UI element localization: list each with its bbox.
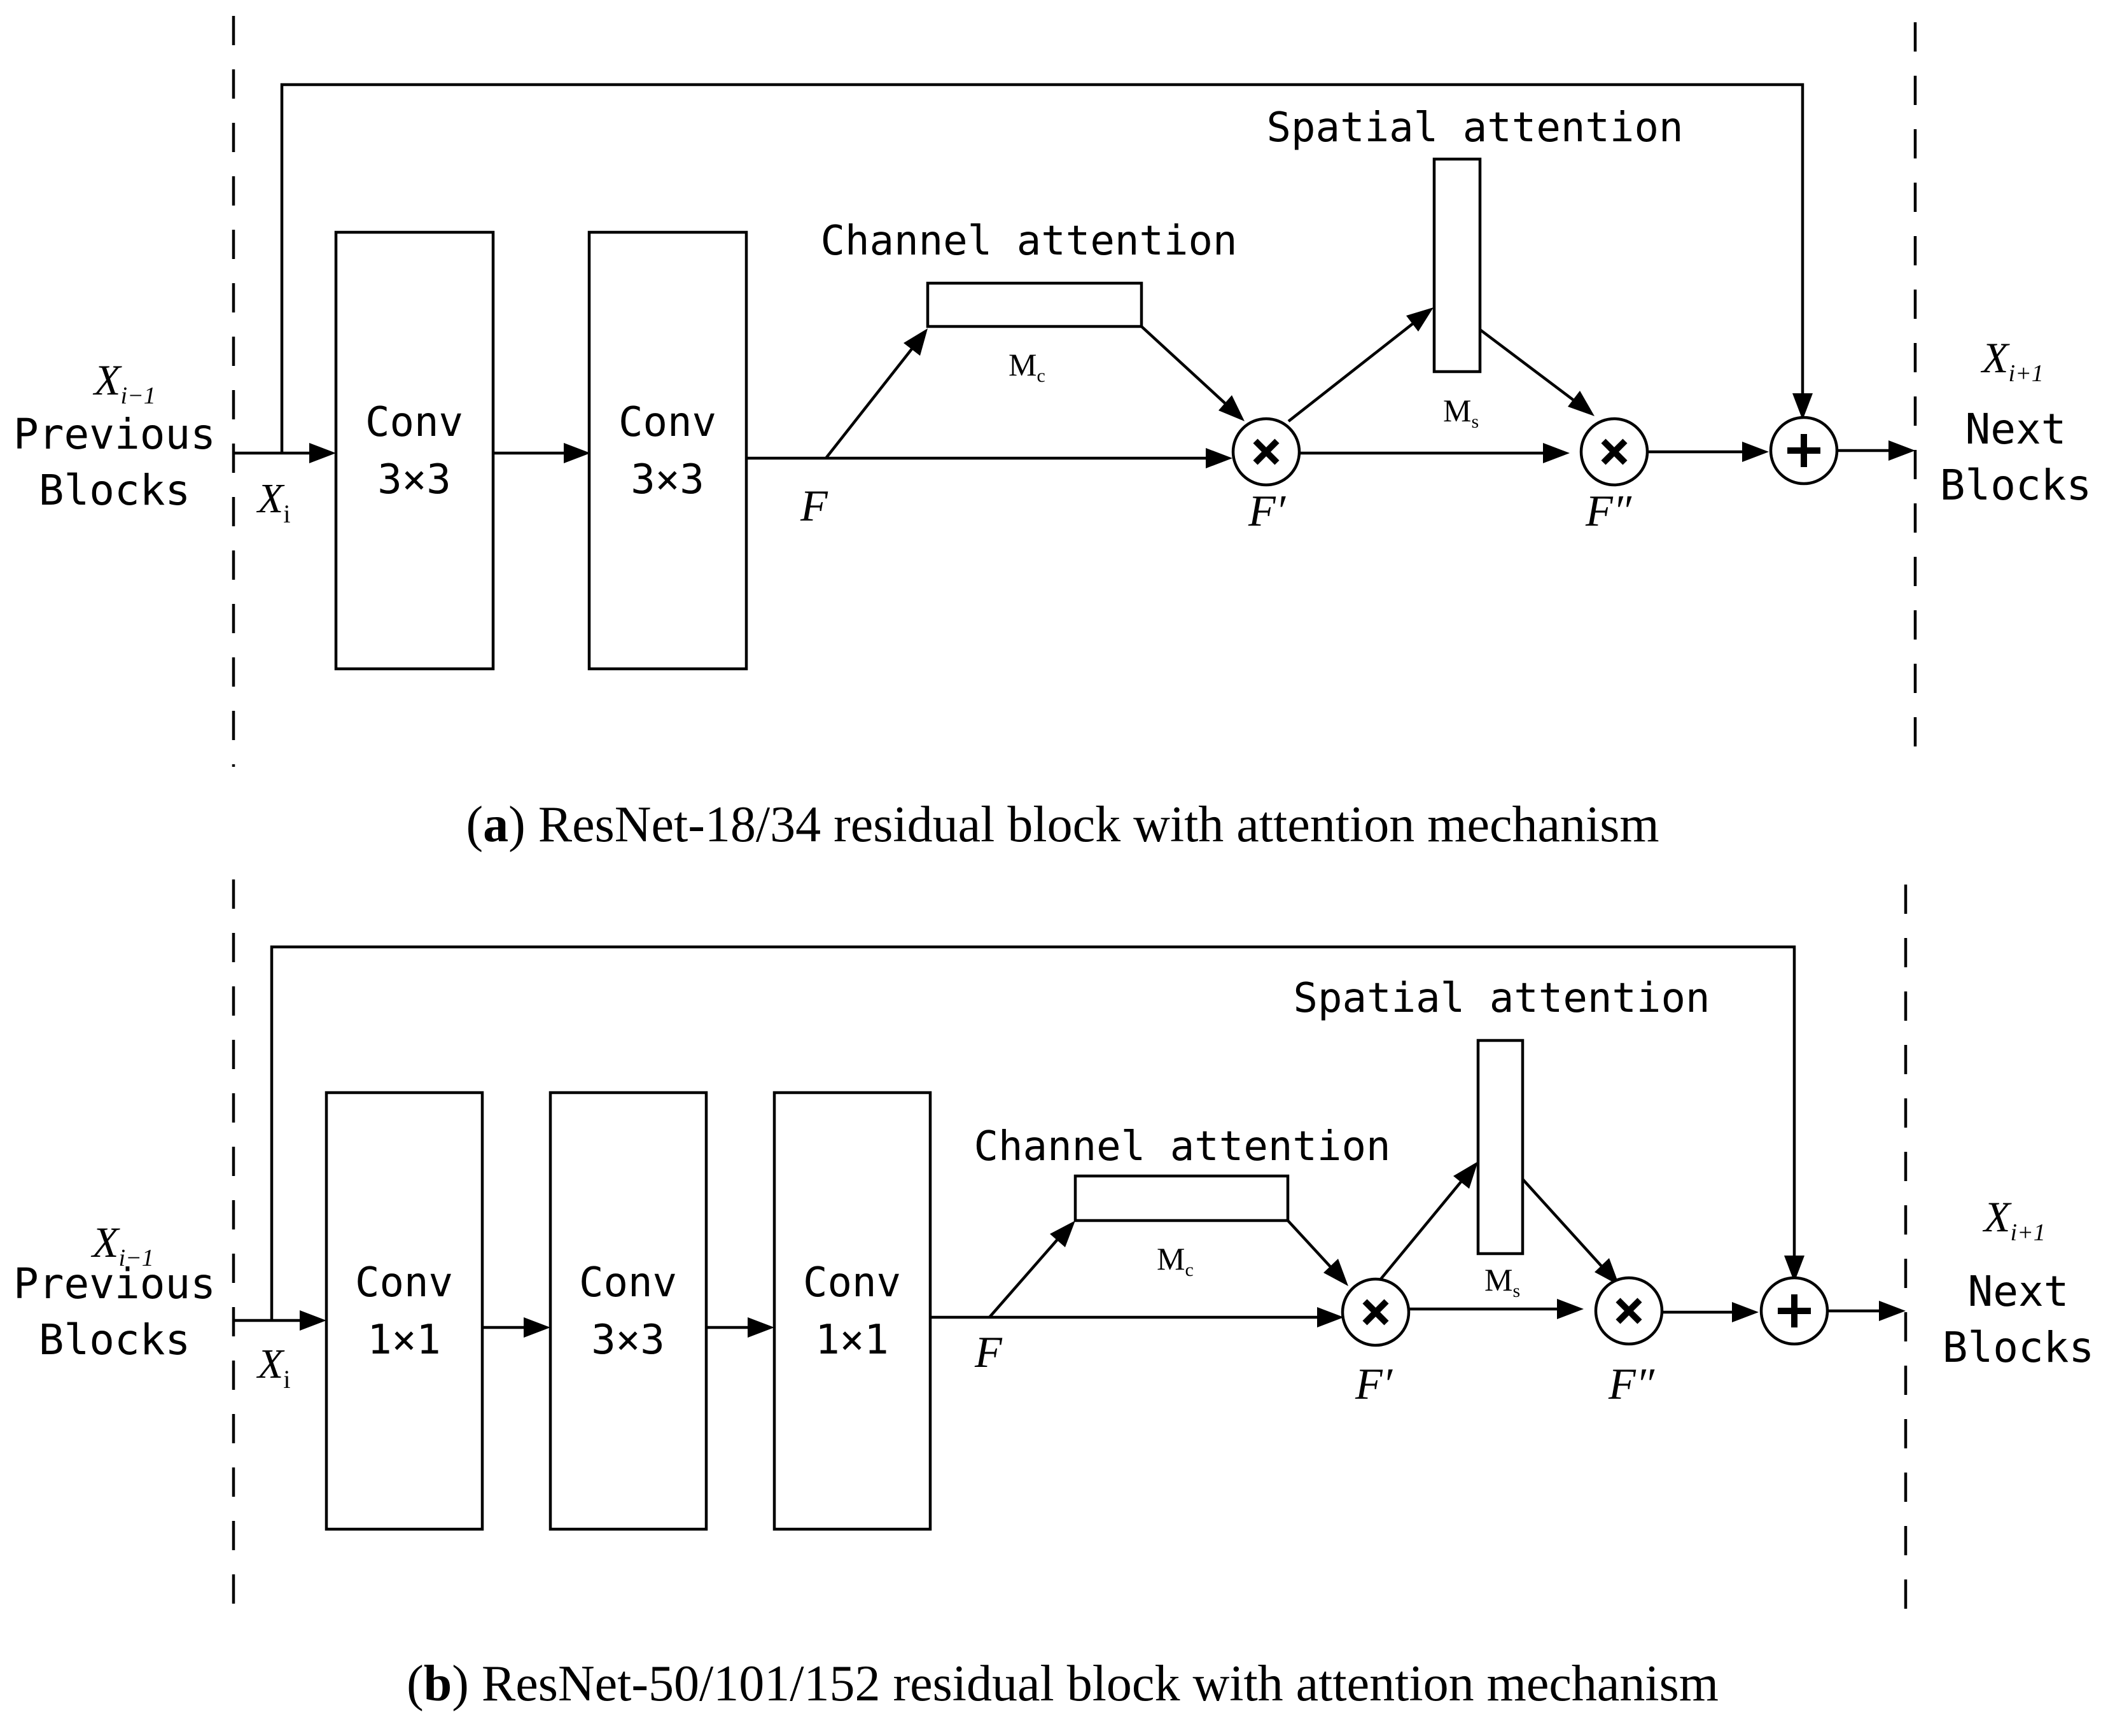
panel-b-caption: (b) ResNet-50/101/152 residual block wit… [407, 1656, 1719, 1712]
panel-b-ms-label: Ms [1484, 1262, 1520, 1301]
panel-a-input-arrowhead [309, 443, 336, 463]
panel-b-mc-label: Mc [1157, 1241, 1194, 1280]
panel-a-to-add-arrowhead [1742, 442, 1769, 462]
panel-a-ms-label: Ms [1443, 393, 1479, 432]
panel-b-conv1-kernel: 1×1 [367, 1317, 441, 1364]
panel-b-conv2-label: Conv [579, 1259, 677, 1306]
panel-a-conv2-box [587, 230, 748, 671]
panel-b-conv2-box [548, 1091, 708, 1531]
panel-a-mc-label: Mc [1009, 347, 1045, 386]
panel-b-output-symbol: Xi+1 [1982, 1193, 2046, 1246]
panel-b-to-spatial-attention-arrowhead [1453, 1161, 1478, 1189]
panel-a-f-path-arrowhead [1206, 448, 1232, 468]
panel-b-conv1-label: Conv [355, 1259, 453, 1306]
panel-a-channel-attention-label: Channel attention [820, 218, 1237, 265]
panel-a-conv1-box [334, 230, 495, 671]
panel-b-f-path-arrowhead [1317, 1307, 1344, 1327]
panel-b-spatial-attention-out [1521, 1178, 1605, 1270]
panel-a-to-spatial-attention [1287, 320, 1417, 423]
panel-a-spatial-attention-out-arrowhead [1568, 391, 1595, 416]
panel-b-skip-connection [270, 945, 1796, 1320]
panel-b-conv3-box [772, 1091, 932, 1531]
panel-a-output-symbol: Xi+1 [1980, 333, 2044, 387]
panel-a-f-prime-label: F′ [1248, 487, 1287, 536]
panel-b-to-channel-attention [988, 1235, 1062, 1319]
panel-b-input-label-previous: Previous [13, 1259, 216, 1308]
panel-a-f-double-prime-label: F″ [1585, 487, 1632, 536]
panel-b-conv2-to-conv3-arrowhead [748, 1317, 774, 1338]
panel-b-channel-attention-box [1073, 1174, 1290, 1222]
panel-a-skip-arrowhead [1792, 393, 1813, 420]
panel-b-to-channel-attention-arrowhead [1050, 1221, 1075, 1247]
panel-a: Xi−1 Previous Blocks Xi Conv 3×3 Conv 3×… [13, 16, 2091, 853]
panel-a-channel-attention-box [926, 281, 1143, 328]
panel-b-f-label: F [974, 1328, 1003, 1377]
panel-b-channel-attention-out-arrowhead [1323, 1259, 1348, 1286]
panel-b-f-prime-path-arrowhead [1557, 1299, 1584, 1319]
panel-b-f-double-prime-label: F″ [1608, 1360, 1655, 1409]
panel-b-conv3-kernel: 1×1 [815, 1317, 889, 1364]
panel-b: Xi−1 Previous Blocks Xi Conv 1×1 Conv 3×… [13, 879, 2094, 1712]
panel-b-spatial-attention-out-arrowhead [1595, 1258, 1619, 1285]
panel-a-input-symbol: Xi−1 [92, 356, 156, 409]
panel-a-skip-connection [280, 83, 1804, 453]
panel-b-xi-label: Xi [256, 1341, 290, 1394]
panel-a-output-label-blocks: Blocks [1940, 461, 2091, 510]
panel-a-spatial-attention-out [1479, 328, 1579, 405]
panel-a-to-channel-attention-arrowhead [904, 328, 928, 356]
panel-a-to-spatial-attention-arrowhead [1406, 307, 1434, 332]
panel-a-channel-attention-out-arrowhead [1218, 395, 1245, 421]
panel-b-input-label-blocks: Blocks [39, 1315, 190, 1364]
panel-a-conv1-to-conv2-arrowhead [564, 443, 590, 463]
panel-a-input-label-blocks: Blocks [39, 466, 190, 515]
panel-b-skip-arrowhead [1784, 1256, 1804, 1282]
panel-b-input-symbol: Xi−1 [90, 1218, 154, 1271]
panel-a-output-arrowhead [1888, 440, 1915, 461]
panel-a-to-channel-attention [825, 344, 916, 459]
panel-a-caption: (a) ResNet-18/34 residual block with att… [466, 797, 1659, 853]
panel-b-output-label-next: Next [1968, 1267, 2069, 1316]
panel-b-channel-attention-label: Channel attention [974, 1123, 1390, 1170]
panel-b-conv1-box [325, 1091, 484, 1531]
panel-a-spatial-attention-box [1432, 157, 1482, 374]
panel-b-spatial-attention-box [1476, 1039, 1525, 1256]
panel-b-conv2-kernel: 3×3 [591, 1317, 665, 1364]
panel-a-f-label: F [800, 482, 828, 531]
panel-a-conv1-label: Conv [365, 399, 463, 446]
panel-b-spatial-attention-label: Spatial attention [1293, 975, 1710, 1022]
panel-a-conv1-kernel: 3×3 [377, 456, 451, 503]
panel-b-output-label-blocks: Blocks [1943, 1323, 2094, 1372]
panel-b-input-arrowhead [300, 1310, 326, 1331]
panel-b-to-spatial-attention [1379, 1176, 1466, 1280]
panel-a-channel-attention-out [1140, 325, 1229, 407]
panel-b-output-arrowhead [1879, 1301, 1906, 1321]
panel-b-to-add-arrowhead [1732, 1302, 1759, 1322]
panel-a-input-label-previous: Previous [13, 410, 216, 459]
panel-b-f-prime-label: F′ [1355, 1360, 1393, 1409]
panel-a-f-prime-path-arrowhead [1543, 443, 1570, 463]
panel-a-conv2-label: Conv [618, 399, 716, 446]
panel-b-conv1-to-conv2-arrowhead [524, 1317, 550, 1338]
panel-a-conv2-kernel: 3×3 [631, 456, 704, 503]
panel-a-xi-label: Xi [256, 475, 290, 528]
panel-b-conv3-label: Conv [803, 1259, 901, 1306]
panel-b-channel-attention-out [1287, 1219, 1334, 1271]
panel-a-spatial-attention-label: Spatial attention [1266, 104, 1683, 151]
panel-a-output-label-next: Next [1965, 405, 2067, 454]
